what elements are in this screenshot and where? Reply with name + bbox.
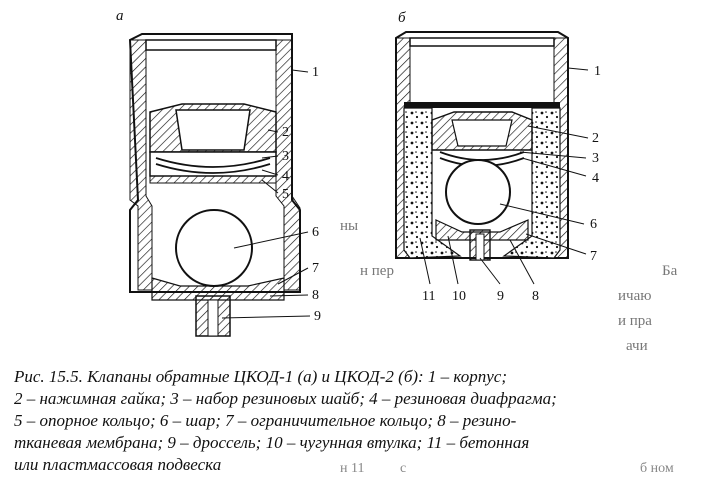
margin-text-3: ичаю (618, 288, 651, 304)
label-b-11: 11 (422, 289, 435, 304)
margin-text-4: и пра (618, 313, 652, 329)
label-b-1: 1 (594, 64, 601, 79)
caption-line: или пластмассовая подвеска (14, 455, 222, 474)
valve-b-drawing (395, 31, 589, 285)
panel-a-label: a (116, 8, 124, 24)
label-b-3: 3 (592, 151, 599, 166)
valve-a-drawing (128, 33, 311, 337)
label-b-8: 8 (532, 289, 539, 304)
label-b-2: 2 (592, 131, 599, 146)
stray-fragment: с (400, 461, 407, 476)
margin-text-5: н пер (360, 263, 394, 279)
margin-text-6: ачи (626, 338, 648, 354)
label-a-7: 7 (312, 261, 319, 276)
panel-b-label: б (398, 10, 406, 26)
label-a-6: 6 (312, 225, 319, 240)
label-a-9: 9 (314, 309, 321, 324)
label-a-2: 2 (282, 125, 289, 140)
caption-line: тканевая мембрана; 9 – дроссель; 10 – чу… (14, 433, 530, 452)
label-a-1: 1 (312, 65, 319, 80)
label-b-6: 6 (590, 217, 597, 232)
label-b-9: 9 (497, 289, 504, 304)
label-a-4: 4 (282, 169, 289, 184)
caption-line: 5 – опорное кольцо; 6 – шар; 7 – огранич… (14, 411, 517, 430)
figure-caption: Рис. 15.5. Клапаны обратные ЦКОД-1 (а) и… (14, 366, 712, 476)
caption-line: Рис. 15.5. Клапаны обратные ЦКОД-1 (а) и… (14, 367, 507, 386)
label-b-10: 10 (452, 289, 466, 304)
stray-fragment: н 11 (340, 461, 365, 476)
label-a-8: 8 (312, 288, 319, 303)
caption-line: 2 – нажимная гайка; 3 – набор резиновых … (14, 389, 557, 408)
valve-figure: a 1 2 3 4 5 6 7 8 9 (116, 8, 678, 354)
margin-text-1: ны (340, 218, 358, 234)
label-a-5: 5 (282, 187, 289, 202)
stray-fragment: б ном (640, 461, 674, 476)
label-a-3: 3 (282, 149, 289, 164)
margin-text-2: Ба (662, 263, 678, 279)
label-b-4: 4 (592, 171, 599, 186)
label-b-7: 7 (590, 249, 597, 264)
